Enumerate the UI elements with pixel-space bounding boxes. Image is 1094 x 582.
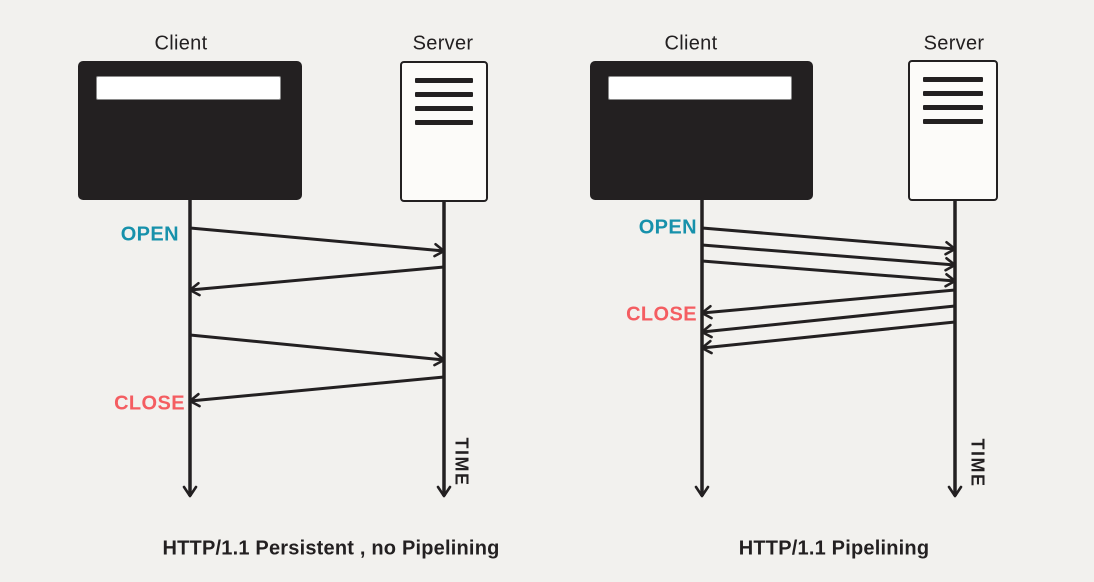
request-arrow-1-0 [701, 226, 957, 256]
server-slot-line [923, 91, 983, 96]
server-slot-line [415, 78, 473, 83]
server-slot-line [923, 119, 983, 124]
server-slot-line [923, 105, 983, 110]
request-arrow-1-1 [701, 243, 957, 272]
time-axis-label: TIME [451, 437, 472, 487]
request-arrow-1-2 [701, 259, 957, 288]
response-arrow-1-4 [700, 304, 956, 339]
close-label: CLOSE [626, 303, 697, 326]
response-arrow-1-5 [700, 320, 956, 355]
panel-caption: HTTP/1.1 Pipelining [738, 537, 930, 560]
response-arrow-0-3 [188, 375, 445, 408]
open-label: OPEN [638, 216, 697, 239]
request-arrow-0-0 [189, 226, 446, 258]
server-slot-line [415, 106, 473, 111]
open-label: OPEN [120, 223, 179, 246]
client-browser-icon [590, 61, 813, 200]
server-icon [400, 61, 488, 202]
response-arrow-0-1 [188, 265, 445, 297]
browser-address-bar [96, 76, 281, 100]
server-slot-line [415, 120, 473, 125]
panel-caption: HTTP/1.1 Persistent , no Pipelining [162, 537, 500, 560]
server-label: Server [412, 32, 474, 55]
browser-address-bar [608, 76, 792, 100]
time-axis-label: TIME [967, 438, 988, 488]
client-label: Client [154, 32, 208, 55]
server-label: Server [923, 32, 985, 55]
server-slot-line [415, 92, 473, 97]
request-arrow-0-2 [189, 333, 446, 367]
response-arrow-1-3 [700, 288, 956, 320]
client-browser-icon [78, 61, 302, 200]
server-icon [908, 60, 998, 201]
server-slot-line [923, 77, 983, 82]
client-label: Client [664, 32, 718, 55]
close-label: CLOSE [114, 392, 185, 415]
